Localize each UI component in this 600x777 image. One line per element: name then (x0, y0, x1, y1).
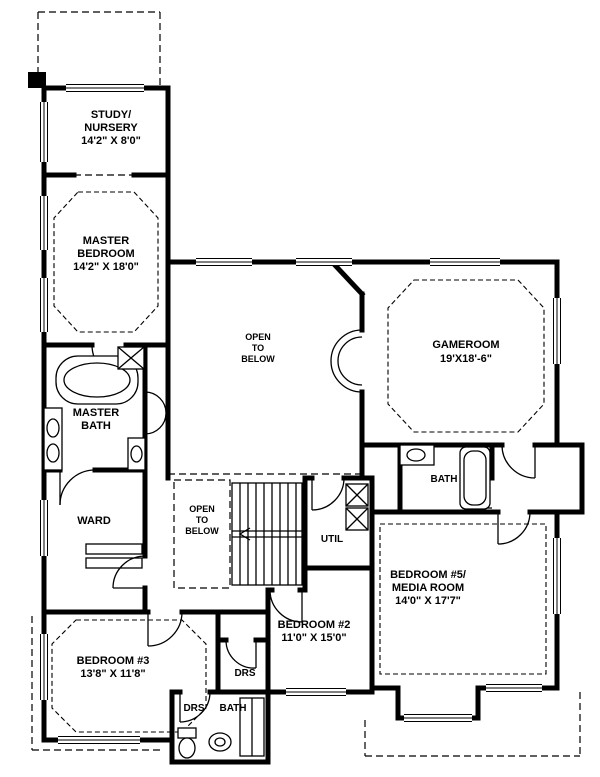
window (40, 278, 48, 332)
open-to-below-label: BELOW (185, 526, 219, 536)
bedroom3-dimensions: 13'8" X 11'8" (80, 668, 145, 680)
drs-label: DRS (183, 703, 204, 714)
window (40, 196, 48, 250)
vanity-sink-icon (127, 437, 146, 471)
bathtub-icon (459, 446, 491, 510)
open-to-below-label: BELOW (241, 354, 275, 364)
drs-label: DRS (234, 668, 255, 679)
master-bath-label: MASTER (73, 407, 120, 419)
water-heater-icon (345, 483, 369, 531)
open-to-below-label: OPEN (245, 332, 271, 342)
study-dimensions: 14'2" X 8'0" (81, 135, 141, 147)
bath-label: BATH (219, 703, 246, 714)
bedroom5-label: MEDIA ROOM (392, 582, 464, 594)
gameroom-label: GAMEROOM (432, 339, 499, 351)
master-bath-label: BATH (81, 420, 111, 432)
master-bedroom-dimensions: 14'2" X 18'0" (73, 261, 139, 273)
toilet-icon (177, 727, 197, 759)
shower-icon (117, 346, 145, 370)
staircase (231, 482, 303, 586)
open-to-below-label: TO (196, 515, 208, 525)
window (40, 634, 48, 700)
study-label: STUDY/ (91, 109, 131, 121)
window (66, 84, 144, 92)
closet-shelves-icon (85, 543, 143, 569)
bath-label: BATH (430, 474, 457, 485)
master-bedroom-label: MASTER (83, 235, 130, 247)
bedroom2-dimensions: 11'0" X 15'0" (281, 632, 346, 644)
window (58, 736, 140, 744)
window (553, 538, 561, 614)
ward-label: WARD (77, 515, 111, 527)
vanity-sink-icon (399, 444, 435, 466)
window (430, 258, 500, 266)
window (296, 258, 352, 266)
porch-post (28, 72, 46, 88)
room-labels: STUDY/ NURSERY 14'2" X 8'0" MASTER BEDRO… (73, 109, 500, 714)
bedroom5-label: BEDROOM #5/ (390, 569, 466, 581)
vanity-sink-icon (43, 407, 63, 471)
window (196, 258, 252, 266)
study-label: NURSERY (84, 122, 138, 134)
open-to-below-label: OPEN (189, 504, 215, 514)
pedestal-sink-icon (208, 732, 232, 752)
roof-overhang-lines (31, 11, 581, 757)
master-bedroom-label: BEDROOM (77, 248, 134, 260)
bedroom5-dimensions: 14'0" X 17'7" (395, 595, 461, 607)
util-label: UTIL (321, 534, 343, 545)
window (286, 688, 346, 696)
bedroom3-label: BEDROOM #3 (77, 655, 150, 667)
open-to-below-label: TO (252, 343, 264, 353)
window (404, 714, 472, 722)
ceiling-details (51, 191, 547, 733)
curved-niche (144, 329, 363, 435)
window (40, 102, 48, 162)
windows (40, 84, 561, 744)
linen-shelf-icon (239, 697, 265, 757)
gameroom-dimensions: 19'X18'-6" (440, 353, 492, 365)
fixtures (43, 346, 491, 759)
window (40, 500, 48, 556)
bedroom2-label: BEDROOM #2 (278, 619, 351, 631)
window (486, 684, 542, 692)
window (553, 298, 561, 364)
